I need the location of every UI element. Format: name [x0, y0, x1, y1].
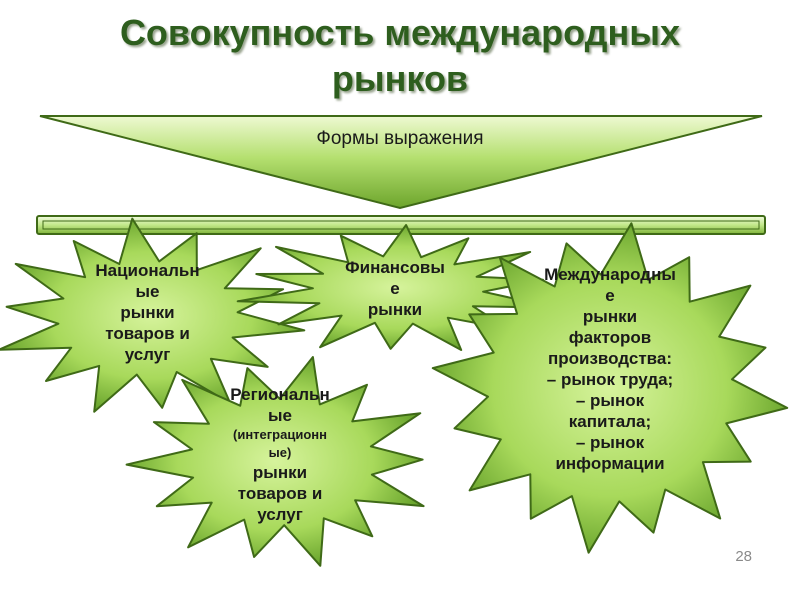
funnel-label: Формы выражения [316, 128, 484, 149]
national-line-5: услуг [124, 345, 171, 364]
connector-bar-inner [42, 220, 760, 230]
regional-line-1: Региональн [230, 385, 330, 404]
regional-line-2: ые [268, 406, 292, 425]
burst-national-shape [0, 217, 306, 413]
international-line-9: – рынок [575, 433, 645, 452]
financial-line-1: Финансовы [345, 258, 445, 277]
burst-financial-text: Финансовы е рынки [325, 257, 465, 320]
financial-line-2: е [390, 279, 400, 298]
international-line-6: – рынок труда; [546, 370, 674, 389]
international-line-4: факторов [568, 328, 652, 347]
international-line-3: рынки [582, 307, 638, 326]
international-line-2: е [605, 286, 615, 305]
burst-national-text: Национальн ые рынки товаров и услуг [70, 260, 225, 365]
international-line-1: Международны [544, 265, 676, 284]
burst-regional-text: Региональн ые (интеграционн ые) рынки то… [205, 384, 355, 525]
title-line-1: Совокупность международных [119, 12, 681, 53]
page-number: 28 [735, 548, 752, 565]
international-line-10: информации [555, 454, 665, 473]
national-line-1: Национальн [95, 261, 200, 280]
burst-international-text: Международны е рынки факторов производст… [510, 264, 710, 474]
international-line-7: – рынок [575, 391, 645, 410]
title-line-2: рынков [331, 58, 469, 99]
bursts-layer [0, 217, 789, 567]
national-line-2: ые [135, 282, 160, 301]
international-line-8: капитала; [568, 412, 652, 431]
regional-line-5: рынки [252, 463, 308, 482]
regional-line-7: услуг [257, 505, 303, 524]
financial-line-3: рынки [367, 300, 423, 319]
national-line-4: товаров и [105, 324, 190, 343]
national-line-3: рынки [120, 303, 175, 322]
forms-funnel [39, 115, 763, 210]
slide-title: Совокупность международных рынков [0, 10, 800, 102]
international-line-5: производства: [547, 349, 672, 368]
burst-international-shape [431, 222, 789, 554]
burst-regional-shape [125, 356, 425, 567]
regional-line-6: товаров и [237, 484, 323, 503]
regional-line-4: ые) [268, 445, 292, 460]
regional-line-3: (интеграционн [233, 427, 327, 442]
